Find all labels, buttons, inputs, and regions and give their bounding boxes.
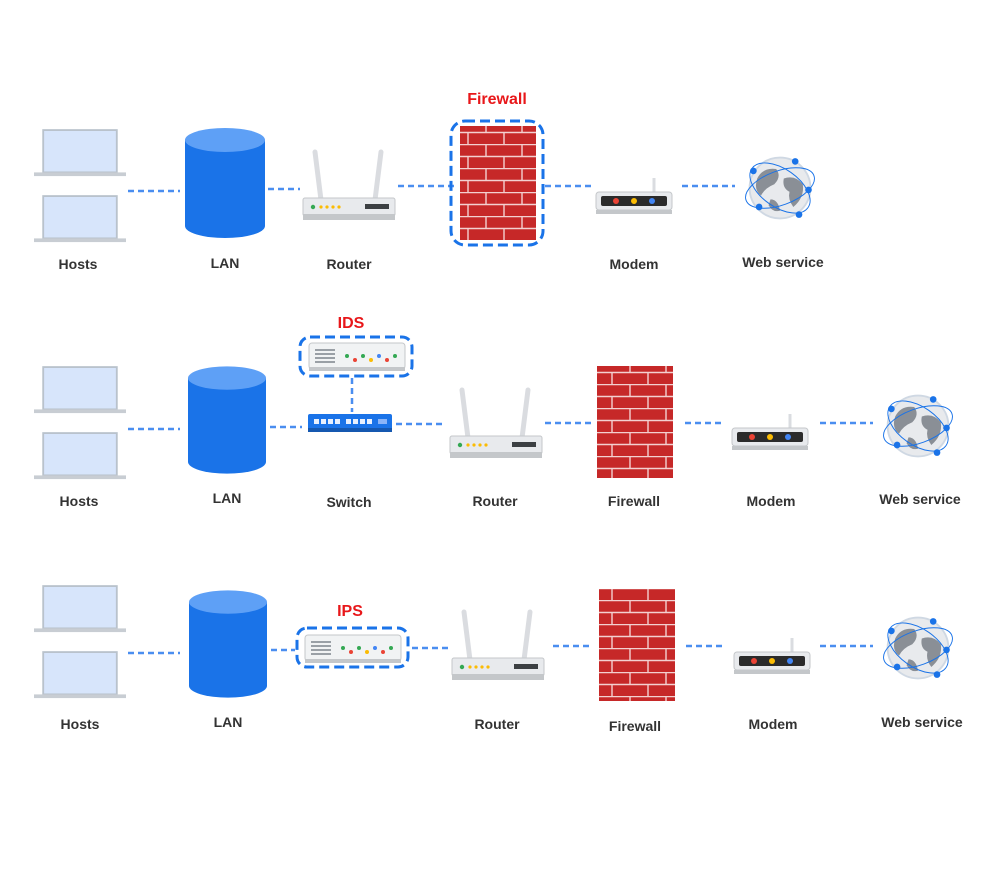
highlight-title: Firewall xyxy=(467,91,527,108)
label-hosts: Hosts xyxy=(59,256,98,272)
highlight-box xyxy=(295,626,410,669)
label-router: Router xyxy=(474,716,520,732)
ips-appliance-icon xyxy=(304,634,402,664)
modem-node: Modem xyxy=(594,176,674,272)
lan-database-icon xyxy=(189,590,267,698)
hosts-node: Hosts xyxy=(33,366,127,509)
label-firewall: Firewall xyxy=(609,718,661,734)
laptop-icon xyxy=(33,195,127,244)
hosts-node: Hosts xyxy=(33,585,127,732)
switch-node: Switch xyxy=(308,414,392,510)
modem-node: Modem xyxy=(730,412,810,509)
laptop-icon xyxy=(33,585,127,634)
highlight-box xyxy=(298,335,414,378)
firewall-node xyxy=(449,119,545,247)
label-modem: Modem xyxy=(610,256,659,272)
label-switch: Switch xyxy=(326,494,371,510)
label-web-service: Web service xyxy=(879,491,961,507)
web-service-node: Web service xyxy=(877,389,961,507)
laptop-icon xyxy=(33,432,127,481)
label-router: Router xyxy=(472,493,518,509)
lan-node: LAN xyxy=(188,366,266,506)
lan-database-icon xyxy=(188,366,266,474)
label-web-service: Web service xyxy=(742,254,824,270)
lan-database-icon xyxy=(185,128,265,238)
modem-node: Modem xyxy=(732,636,812,732)
firewall-node: Firewall xyxy=(597,366,673,509)
label-lan: LAN xyxy=(213,490,242,506)
laptop-icon xyxy=(33,129,127,178)
ids-node xyxy=(298,335,414,378)
highlight-title: IDS xyxy=(338,315,365,332)
modem-icon xyxy=(732,636,812,676)
label-modem: Modem xyxy=(749,716,798,732)
label-modem: Modem xyxy=(747,493,796,509)
router-node: Router xyxy=(450,390,542,509)
router-icon xyxy=(452,612,544,680)
globe-icon xyxy=(877,611,959,685)
lan-node: LAN xyxy=(185,128,265,271)
firewall-icon xyxy=(460,126,536,240)
hosts-node: Hosts xyxy=(33,129,127,272)
laptop-icon xyxy=(33,366,127,415)
globe-icon xyxy=(877,389,959,463)
router-node: Router xyxy=(452,612,544,732)
label-lan: LAN xyxy=(214,714,243,730)
label-firewall: Firewall xyxy=(608,493,660,509)
label-lan: LAN xyxy=(211,255,240,271)
label-hosts: Hosts xyxy=(61,716,100,732)
firewall-icon xyxy=(599,589,675,701)
label-router: Router xyxy=(326,256,372,272)
laptop-icon xyxy=(33,651,127,700)
web-service-node: Web service xyxy=(739,151,824,270)
label-web-service: Web service xyxy=(881,714,963,730)
firewall-node: Firewall xyxy=(599,589,675,734)
ips-node xyxy=(295,626,410,669)
switch-icon xyxy=(308,414,392,432)
firewall-icon xyxy=(597,366,673,478)
globe-icon xyxy=(739,151,821,225)
lan-node: LAN xyxy=(189,590,267,730)
highlight-title: IPS xyxy=(337,603,363,620)
row-firewall: Firewall Hosts LAN Router Modem xyxy=(33,91,824,272)
modem-icon xyxy=(730,412,810,452)
row-ips: IPS Hosts LAN Router Firewall xyxy=(33,585,963,734)
modem-icon xyxy=(594,176,674,216)
router-node: Router xyxy=(303,152,395,272)
web-service-node: Web service xyxy=(877,611,963,730)
router-icon xyxy=(450,390,542,458)
label-hosts: Hosts xyxy=(60,493,99,509)
ids-appliance-icon xyxy=(308,342,406,372)
highlight-box xyxy=(449,119,545,247)
router-icon xyxy=(303,152,395,220)
row-ids: IDS Hosts LAN Switch Router xyxy=(33,315,961,510)
